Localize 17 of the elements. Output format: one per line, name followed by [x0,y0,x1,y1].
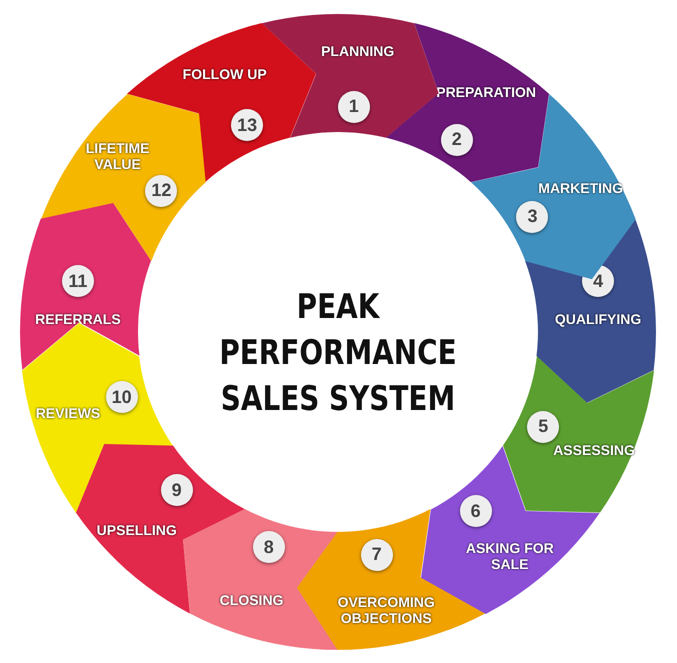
step-label: QUALIFYING [554,311,642,328]
arrow-segment [502,356,654,513]
arrow-segment [183,509,338,650]
step-label: UPSELLING [96,521,177,538]
step-label: REFERRALS [35,311,121,328]
step-label: ASKING FOR SALE [464,540,555,572]
step-label: MARKETING [538,180,624,196]
step-label: LIFETIME VALUE [84,140,151,172]
step-label: ASSESSING [553,442,635,458]
step-label: CLOSING [220,592,284,608]
step-label: PREPARATION [436,84,536,100]
center-title: PEAK PERFORMANCE SALES SYSTEM [218,286,458,421]
step-label: FOLLOW UP [182,66,267,82]
step-label: PLANNING [321,42,394,59]
step-label: OVERCOMING OBJECTIONS [336,594,436,626]
step-label: REVIEWS [36,405,100,422]
arrow-segment [40,94,206,262]
